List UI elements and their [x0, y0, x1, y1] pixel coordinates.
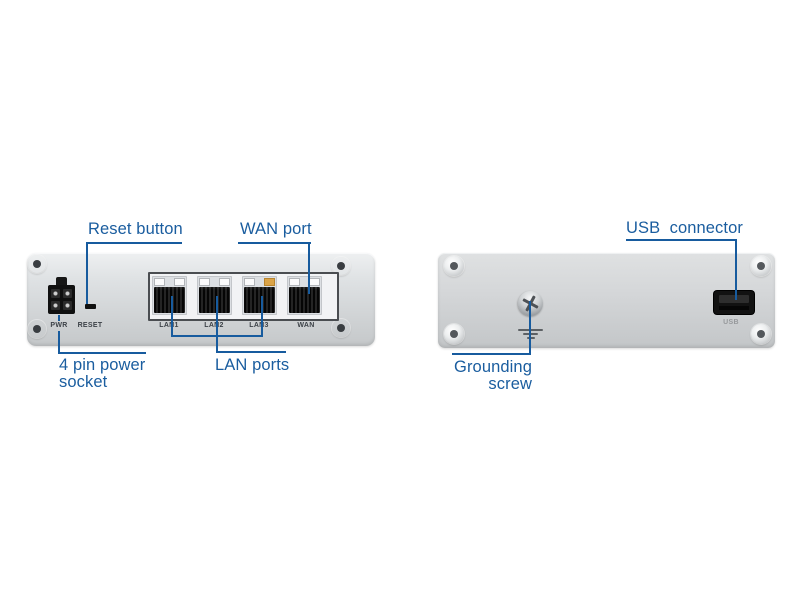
callout-label-power-line2: socket — [59, 373, 108, 391]
port-led — [219, 278, 230, 286]
port-led — [174, 278, 185, 286]
screw-center — [757, 330, 765, 338]
corner-screw — [444, 324, 464, 344]
callout-line-power — [58, 331, 60, 354]
ethernet-port-block — [148, 272, 339, 321]
wan-port — [287, 276, 322, 315]
corner-screw — [28, 320, 46, 338]
callout-label-usb: USB connector — [626, 219, 743, 237]
callout-line-usb — [735, 239, 737, 300]
lan3-port — [242, 276, 277, 315]
callout-line-lan — [216, 351, 286, 353]
callout-line-power — [58, 315, 60, 321]
lan1-port — [152, 276, 187, 315]
callout-label-grounding-line2: screw — [488, 375, 532, 393]
power-pin — [63, 289, 72, 298]
screw-center — [33, 325, 41, 333]
callout-label-lan: LAN ports — [215, 356, 290, 374]
callout-line-power — [58, 352, 146, 354]
power-pin — [51, 301, 60, 310]
usb-slot — [719, 306, 749, 310]
port-led — [244, 278, 255, 286]
callout-line-grounding — [529, 301, 531, 355]
usb-port-label: USB — [723, 319, 739, 326]
usb-tongue — [719, 295, 749, 303]
screw-center — [337, 262, 345, 270]
corner-screw — [332, 257, 350, 275]
lan3-label: LAN3 — [249, 322, 269, 329]
callout-line-reset — [86, 242, 182, 244]
callout-line-wan — [308, 242, 310, 294]
rj45-jack — [244, 287, 275, 313]
callout-label-grounding-line1: Grounding — [454, 358, 532, 376]
callout-line-reset — [86, 242, 88, 304]
callout-line-lan — [216, 296, 218, 353]
ground-symbol-line — [527, 337, 535, 339]
corner-screw — [28, 255, 46, 273]
screw-center — [757, 262, 765, 270]
callout-line-lan — [171, 335, 263, 337]
power-pin — [63, 301, 72, 310]
power-pin — [51, 289, 60, 298]
screw-center — [337, 324, 345, 332]
port-led — [289, 278, 300, 286]
port-led-amber — [264, 278, 275, 286]
screw-center — [33, 260, 41, 268]
rj45-jack — [199, 287, 230, 313]
corner-screw — [332, 319, 350, 337]
port-led — [154, 278, 165, 286]
power-socket — [48, 277, 75, 314]
callout-line-lan — [261, 296, 263, 337]
callout-line-wan — [238, 242, 311, 244]
rj45-jack — [154, 287, 185, 313]
reset-label: RESET — [77, 322, 103, 329]
rj45-jack — [289, 287, 320, 313]
corner-screw — [751, 324, 771, 344]
screw-center — [450, 330, 458, 338]
power-socket-tab — [56, 277, 67, 286]
callout-line-grounding — [452, 353, 531, 355]
callout-label-power-line1: 4 pin power — [59, 356, 146, 374]
lan2-label: LAN2 — [204, 322, 224, 329]
wan-label: WAN — [297, 322, 315, 329]
callout-label-wan: WAN port — [240, 220, 312, 238]
corner-screw — [444, 256, 464, 276]
port-led — [309, 278, 320, 286]
reset-button — [85, 304, 96, 309]
pwr-label: PWR — [50, 322, 68, 329]
lan1-label: LAN1 — [159, 322, 179, 329]
lan2-port — [197, 276, 232, 315]
port-led — [199, 278, 210, 286]
usb-port — [714, 291, 754, 314]
callout-line-usb — [626, 239, 737, 241]
callout-line-lan — [171, 296, 173, 337]
corner-screw — [751, 256, 771, 276]
callout-label-reset: Reset button — [88, 220, 183, 238]
screw-center — [450, 262, 458, 270]
